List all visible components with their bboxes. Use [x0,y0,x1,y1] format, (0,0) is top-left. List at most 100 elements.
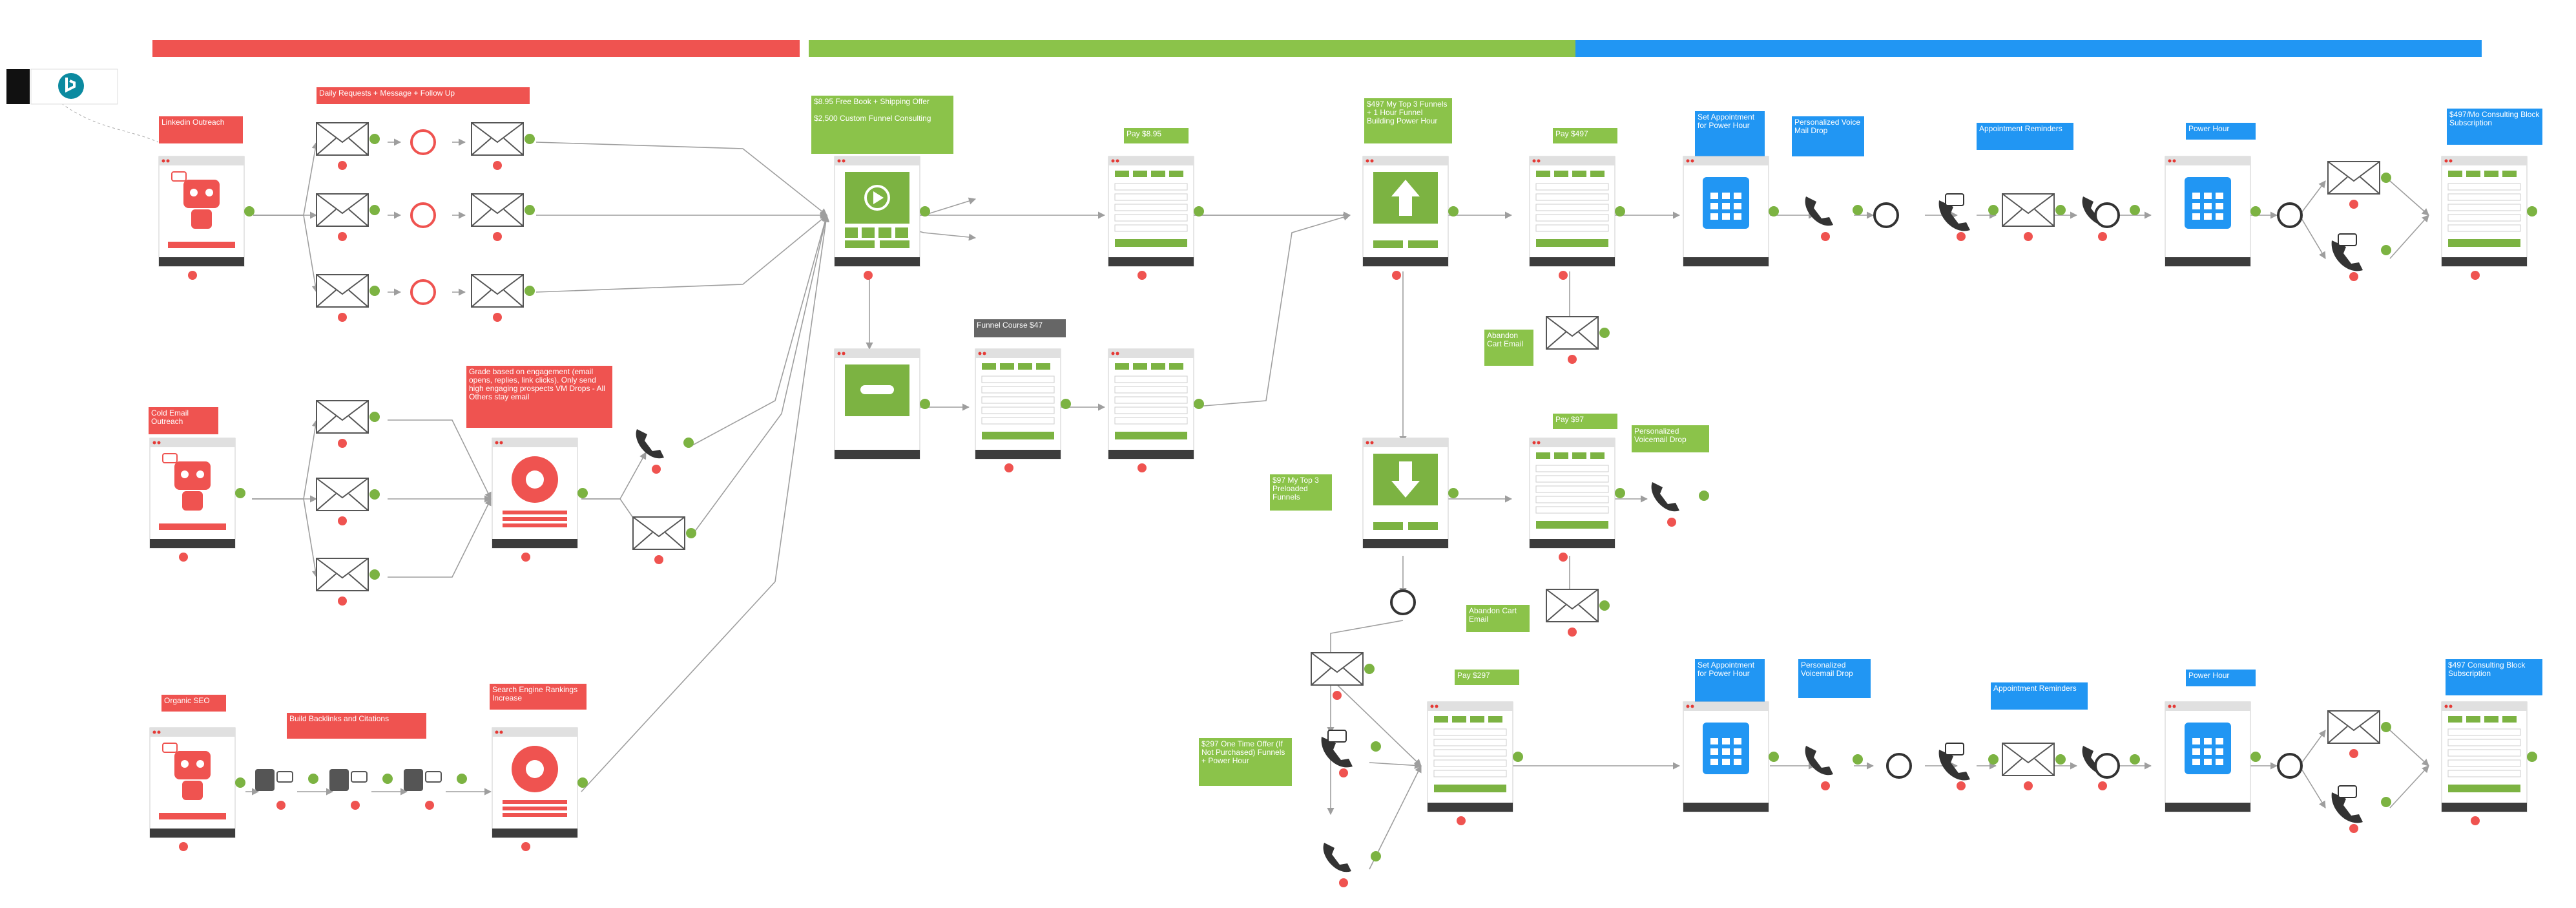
output-port[interactable] [1364,664,1375,674]
output-port[interactable] [920,206,930,216]
flow-arrow[interactable] [2299,765,2326,808]
timer-icon[interactable] [410,279,436,305]
output-port[interactable] [1599,328,1610,338]
sticky-note[interactable] [1466,605,1530,632]
sticky-note[interactable] [466,366,612,428]
action-node[interactable] [316,400,380,448]
page-card[interactable] [834,348,930,459]
output-port[interactable] [2381,797,2391,807]
output-port[interactable] [1769,752,1779,762]
output-port[interactable] [308,774,318,784]
output-port[interactable] [1061,399,1071,409]
flow-arrow[interactable] [252,498,319,578]
sticky-note[interactable] [1553,414,1617,429]
action-node[interactable] [255,769,318,810]
output-port[interactable] [577,488,588,498]
page-card[interactable] [1108,348,1204,472]
output-port[interactable] [1448,206,1459,216]
output-port[interactable] [1194,399,1204,409]
timer-icon[interactable] [1390,589,1416,615]
sticky-note[interactable] [1553,128,1617,143]
output-port[interactable] [525,286,535,296]
page-card[interactable] [2165,701,2261,812]
output-port[interactable] [525,205,535,215]
sticky-note[interactable] [2447,109,2542,145]
output-port[interactable] [2250,752,2261,762]
output-port[interactable] [235,777,245,788]
flow-arrow[interactable] [581,214,830,792]
sticky-note[interactable] [149,407,218,434]
sticky-note[interactable] [1199,738,1292,786]
page-card[interactable] [1683,156,1779,267]
action-node[interactable] [1321,730,1381,777]
output-port[interactable] [235,488,245,498]
output-port[interactable] [2527,752,2537,762]
output-port[interactable] [1513,752,1523,762]
action-node[interactable] [1651,482,1709,527]
sticky-note[interactable] [1124,128,1189,143]
sticky-note[interactable] [1364,98,1452,143]
flow-arrow[interactable] [691,214,829,447]
timer-icon[interactable] [410,129,436,155]
timer-icon[interactable] [1886,753,1912,779]
action-node[interactable] [636,429,694,474]
sticky-note[interactable] [811,96,953,154]
flow-arrow[interactable] [2299,180,2326,216]
timer-icon[interactable] [1873,202,1899,228]
page-card[interactable] [2441,701,2537,825]
flow-arrow[interactable] [2389,765,2429,808]
flow-arrow[interactable] [253,215,319,293]
action-node[interactable] [471,122,535,170]
output-port[interactable] [577,777,588,788]
output-port[interactable] [2381,173,2391,183]
output-port[interactable] [2055,754,2066,765]
sticky-note[interactable] [2186,670,2256,686]
timer-icon[interactable] [2277,202,2303,228]
sticky-note[interactable] [974,319,1066,337]
output-port[interactable] [2381,722,2391,732]
output-port[interactable] [686,528,696,538]
output-port[interactable] [1988,205,1999,215]
output-port[interactable] [1371,741,1381,752]
output-port[interactable] [369,489,380,500]
sticky-note[interactable] [317,87,530,104]
output-port[interactable] [2130,754,2140,765]
page-card[interactable] [1427,701,1523,825]
page-card[interactable] [1529,438,1625,562]
page-card[interactable] [492,438,588,562]
sticky-note[interactable] [1484,330,1533,366]
page-card[interactable] [975,348,1071,472]
action-node[interactable] [316,558,380,606]
sticky-note[interactable] [490,684,587,710]
action-node[interactable] [316,478,380,525]
output-port[interactable] [369,569,380,580]
output-port[interactable] [1194,206,1204,216]
action-node[interactable] [316,193,380,241]
action-node[interactable] [1938,743,1999,790]
output-port[interactable] [2527,206,2537,216]
page-card[interactable] [149,438,245,562]
output-port[interactable] [1988,754,1999,765]
output-port[interactable] [457,774,467,784]
timer-icon[interactable] [2094,753,2120,779]
sticky-note[interactable] [1792,116,1864,156]
page-card[interactable] [149,727,245,851]
output-port[interactable] [1371,851,1381,861]
timer-icon[interactable] [2094,202,2120,228]
page-card[interactable] [2165,156,2261,267]
output-port[interactable] [244,206,254,216]
sticky-note[interactable] [1270,474,1332,511]
output-port[interactable] [1615,488,1625,498]
action-node[interactable] [316,274,380,322]
action-node[interactable] [1805,196,1863,241]
page-card[interactable] [1529,156,1625,280]
flow-arrow[interactable] [252,419,319,500]
output-port[interactable] [2250,206,2261,216]
sticky-note[interactable] [1695,111,1765,160]
action-node[interactable] [1938,193,1999,241]
flow-arrow[interactable] [2299,215,2326,259]
output-port[interactable] [382,774,393,784]
output-port[interactable] [920,399,930,409]
action-node[interactable] [1546,589,1610,637]
sticky-note[interactable] [287,713,426,739]
